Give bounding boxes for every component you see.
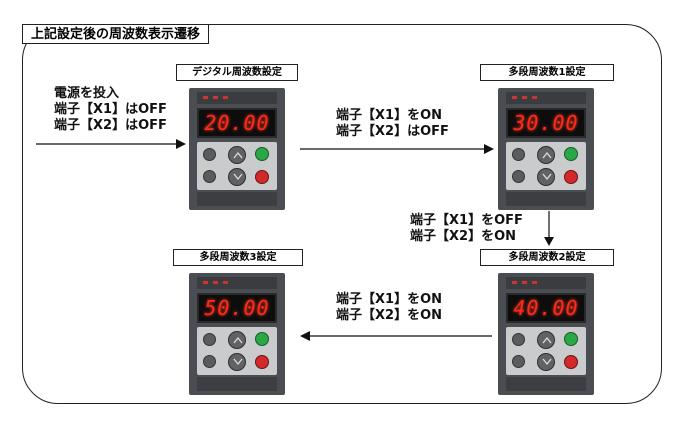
caption-digital: デジタル周波数設定 xyxy=(176,64,298,81)
up-key-icon xyxy=(228,146,246,164)
arrow-to-step1 xyxy=(300,144,494,154)
frequency-display: 20.00 xyxy=(197,108,277,138)
stop-key-icon xyxy=(564,355,578,369)
program-key-icon xyxy=(512,148,525,161)
function-key-icon xyxy=(512,355,525,368)
down-key-icon xyxy=(228,353,246,371)
inverter-panel-step2: 40.00 xyxy=(498,273,594,395)
frequency-display: 40.00 xyxy=(506,293,586,323)
stop-key-icon xyxy=(255,170,269,184)
program-key-icon xyxy=(512,333,525,346)
diagram-title: 上記設定後の周波数表示遷移 xyxy=(22,24,210,44)
caption-step1: 多段周波数1設定 xyxy=(480,64,614,81)
up-key-icon xyxy=(228,331,246,349)
frequency-display: 50.00 xyxy=(197,293,277,323)
run-key-icon xyxy=(564,332,578,346)
note-to-step2: 端子【X1】をOFF 端子【X2】をON xyxy=(410,213,523,245)
program-key-icon xyxy=(203,148,216,161)
function-key-icon xyxy=(203,355,216,368)
note-to-step1: 端子【X1】をON 端子【X2】はOFF xyxy=(336,108,449,140)
diagram-frame xyxy=(22,24,662,404)
run-key-icon xyxy=(255,332,269,346)
function-key-icon xyxy=(203,170,216,183)
note-line: 端子【X2】はOFF xyxy=(336,124,449,139)
inverter-panel-digital: 20.00 xyxy=(189,88,285,210)
down-key-icon xyxy=(537,353,555,371)
arrow-power-on xyxy=(36,139,186,149)
note-line: 端子【X1】をOFF xyxy=(410,213,523,228)
inverter-panel-step3: 50.00 xyxy=(189,273,285,395)
stop-key-icon xyxy=(564,170,578,184)
up-key-icon xyxy=(537,146,555,164)
note-line: 電源を投入 xyxy=(54,86,120,101)
arrow-to-step2 xyxy=(544,211,554,246)
stop-key-icon xyxy=(255,355,269,369)
arrow-to-step3 xyxy=(300,331,492,341)
note-line: 端子【X2】はOFF xyxy=(54,118,167,133)
note-line: 端子【X2】をON xyxy=(336,308,442,323)
down-key-icon xyxy=(537,168,555,186)
caption-step2: 多段周波数2設定 xyxy=(480,249,614,266)
run-key-icon xyxy=(255,147,269,161)
program-key-icon xyxy=(203,333,216,346)
up-key-icon xyxy=(537,331,555,349)
down-key-icon xyxy=(228,168,246,186)
note-to-step3: 端子【X1】をON 端子【X2】をON xyxy=(336,292,442,324)
function-key-icon xyxy=(512,170,525,183)
note-line: 端子【X1】をON xyxy=(336,108,442,123)
run-key-icon xyxy=(564,147,578,161)
note-line: 端子【X1】はOFF xyxy=(54,102,167,117)
note-line: 端子【X2】をON xyxy=(410,229,516,244)
caption-step3: 多段周波数3設定 xyxy=(173,249,303,266)
note-line: 端子【X1】をON xyxy=(336,292,442,307)
note-power-on: 電源を投入 端子【X1】はOFF 端子【X2】はOFF xyxy=(54,86,167,134)
inverter-panel-step1: 30.00 xyxy=(498,88,594,210)
frequency-display: 30.00 xyxy=(506,108,586,138)
